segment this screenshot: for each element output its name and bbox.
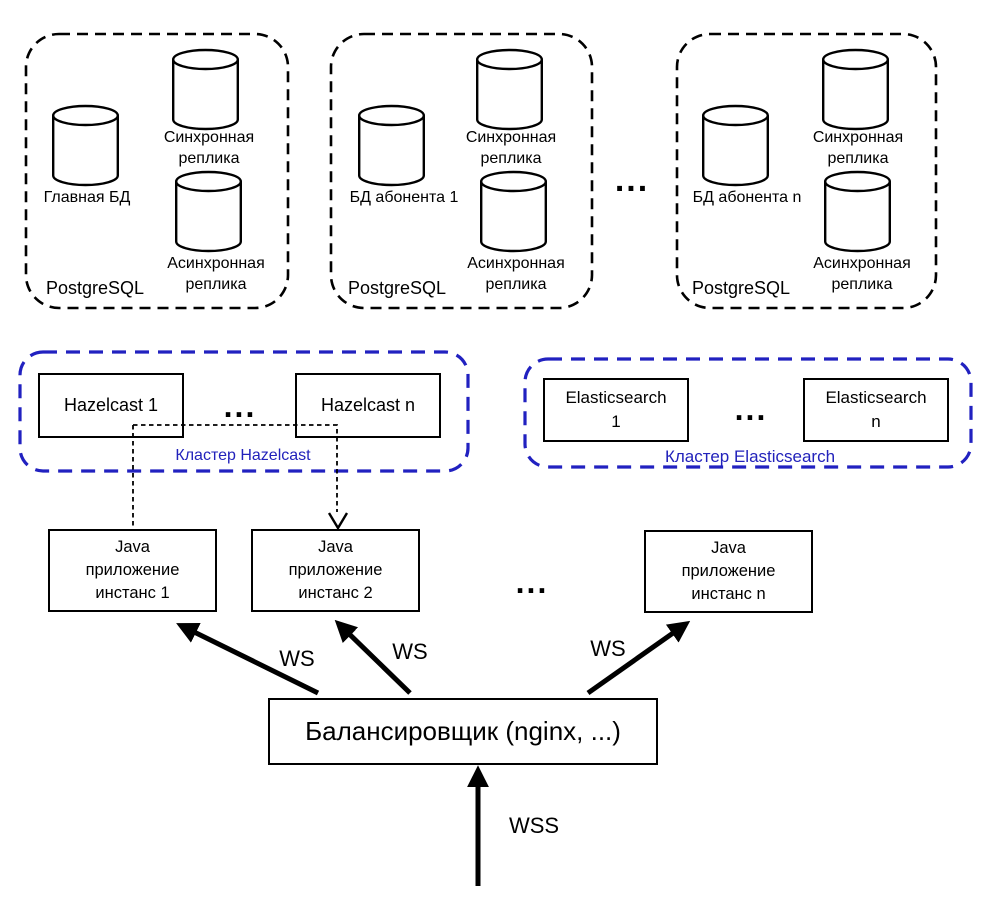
main-db-cylinder-3 — [702, 104, 769, 187]
hazelcast-node-n-label: Hazelcast n — [320, 394, 416, 415]
hazelcast-node-1: Hazelcast 1 — [38, 373, 184, 438]
java-instance-1-label: Java приложение инстанс 1 — [85, 537, 180, 603]
postgres-cluster-2-border — [329, 32, 594, 310]
postgres-cluster-3-border — [675, 32, 938, 310]
sync-replica-cylinder-2 — [476, 48, 543, 131]
java-instance-n-label: Java приложение инстанс n — [681, 538, 776, 604]
sync-replica-label-2: Синхронная реплика — [465, 129, 557, 167]
java-instance-2-label: Java приложение инстанс 2 — [288, 537, 383, 603]
postgres-clusters-ellipsis: ... — [614, 161, 650, 199]
async-replica-cylinder-3 — [824, 170, 891, 253]
java-instances-ellipsis: ... — [515, 564, 549, 600]
elasticsearch-node-n-label: Elasticsearch n — [825, 388, 927, 431]
java-instance-2: Java приложение инстанс 2 — [251, 529, 420, 612]
elasticsearch-node-n: Elasticsearch n — [803, 378, 949, 442]
hazelcast-node-1-label: Hazelcast 1 — [63, 394, 159, 415]
async-replica-cylinder-1 — [174, 170, 243, 253]
hazelcast-ellipsis: ... — [223, 388, 257, 424]
postgres-cluster-1-border — [24, 32, 290, 310]
ws-label-2: WS — [392, 639, 428, 664]
hazelcast-node-n: Hazelcast n — [295, 373, 441, 438]
async-replica-cylinder-2 — [480, 170, 547, 253]
main-db-label-1: Главная БД — [43, 189, 131, 206]
elasticsearch-ellipsis: ... — [734, 391, 768, 427]
ws-label-1: WS — [279, 646, 315, 671]
elasticsearch-node-1-label: Elasticsearch 1 — [565, 388, 667, 431]
hazelcast-cluster-title: Кластер Hazelcast — [175, 447, 311, 464]
balancer-box: Балансировщик (nginx, ...) — [268, 698, 658, 765]
sync-replica-cylinder-3 — [822, 48, 889, 131]
postgres-platform-label-1: PostgreSQL — [45, 278, 145, 298]
java-instance-n: Java приложение инстанс n — [644, 530, 813, 613]
async-replica-label-2: Асинхронная реплика — [467, 255, 565, 293]
elasticsearch-node-1: Elasticsearch 1 — [543, 378, 689, 442]
java-instance-1: Java приложение инстанс 1 — [48, 529, 217, 612]
postgres-platform-label-3: PostgreSQL — [691, 278, 791, 298]
main-db-cylinder-1 — [52, 104, 120, 187]
async-replica-label-3: Асинхронная реплика — [813, 255, 911, 293]
ws-label-3: WS — [590, 636, 626, 661]
wss-label: WSS — [508, 813, 560, 838]
main-db-label-3: БД абонента n — [692, 189, 802, 206]
sync-replica-label-3: Синхронная реплика — [812, 129, 904, 167]
sync-replica-label-1: Синхронная реплика — [163, 129, 255, 167]
balancer-label: Балансировщик (nginx, ...) — [305, 716, 621, 747]
async-replica-label-1: Асинхронная реплика — [167, 255, 265, 293]
sync-replica-cylinder-1 — [171, 48, 240, 131]
main-db-cylinder-2 — [358, 104, 425, 187]
elasticsearch-cluster-title: Кластер Elasticsearch — [664, 447, 836, 466]
elasticsearch-cluster-border — [523, 357, 973, 469]
postgres-platform-label-2: PostgreSQL — [347, 278, 447, 298]
main-db-label-2: БД абонента 1 — [349, 189, 459, 206]
